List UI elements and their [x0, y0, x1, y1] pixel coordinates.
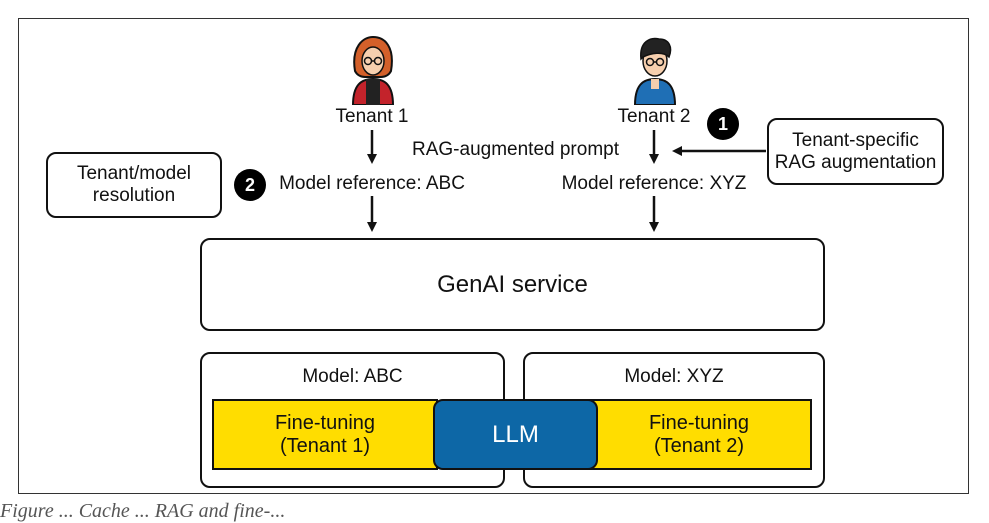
rag-augmented-prompt-label: RAG-augmented prompt	[412, 139, 619, 160]
tenant2-model-reference: Model reference: XYZ	[561, 173, 747, 194]
diagram-frame	[18, 18, 969, 494]
figure-caption: Figure ... Cache ... RAG and fine-...	[0, 500, 286, 522]
step-badge-1: 1	[707, 108, 739, 140]
genai-service-box: GenAI service	[200, 238, 825, 331]
tenant2-label: Tenant 2	[617, 106, 691, 127]
tenant2-avatar-icon	[633, 37, 677, 105]
rag-augmentation-box: Tenant-specific RAG augmentation	[767, 118, 944, 185]
tenant1-model-reference: Model reference: ABC	[279, 173, 465, 194]
step-badge-2: 2	[234, 169, 266, 201]
tenant1-avatar-icon	[351, 35, 395, 105]
tenant-model-resolution-box: Tenant/model resolution	[46, 152, 222, 218]
fine-tuning-tenant2-box: Fine-tuning (Tenant 2)	[586, 399, 812, 470]
llm-box: LLM	[433, 399, 598, 470]
model-abc-title: Model: ABC	[302, 366, 403, 387]
model-xyz-title: Model: XYZ	[624, 366, 724, 387]
tenant1-label: Tenant 1	[335, 106, 409, 127]
fine-tuning-tenant1-box: Fine-tuning (Tenant 1)	[212, 399, 438, 470]
